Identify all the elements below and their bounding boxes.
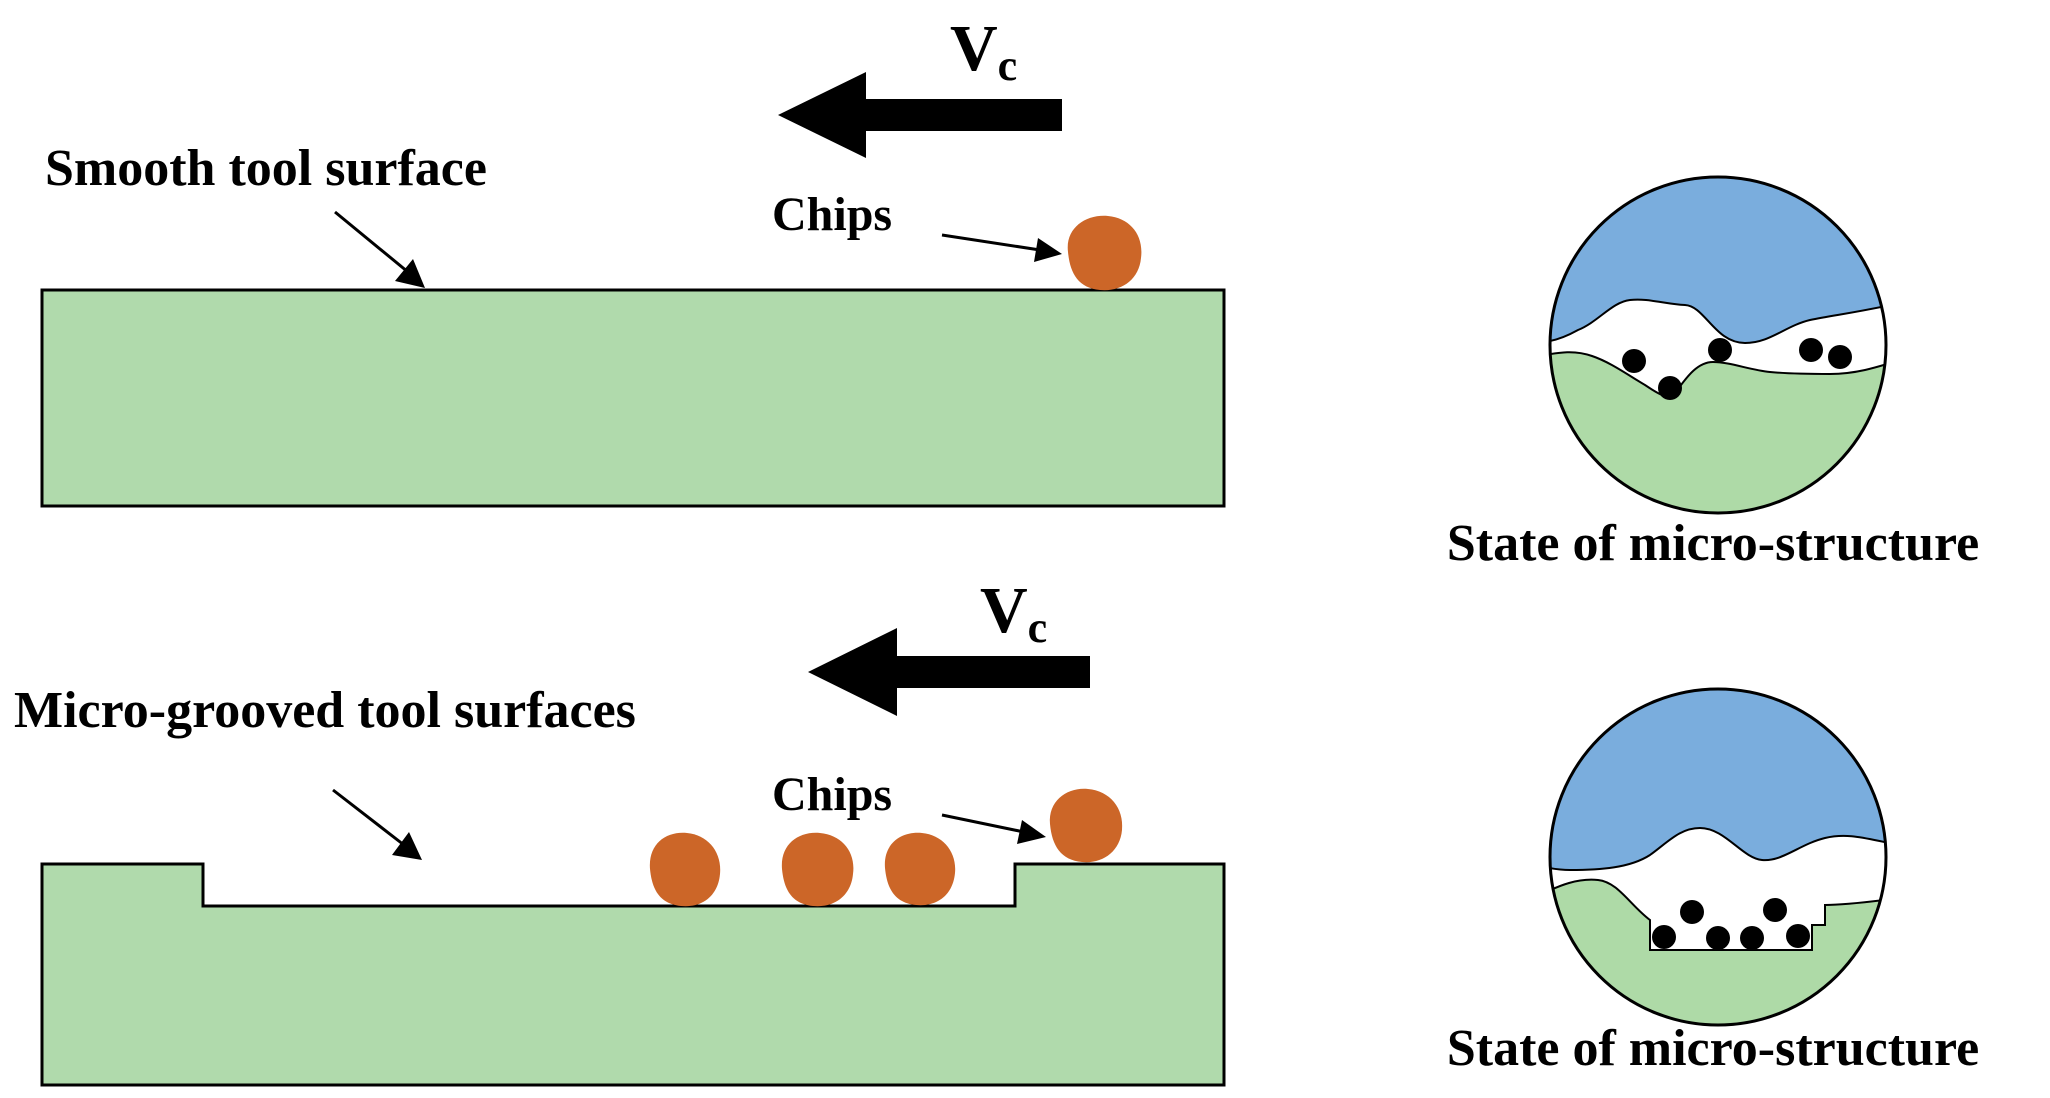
top-lower-material bbox=[1550, 351, 1886, 513]
grooved-surface-pointer-head bbox=[392, 832, 422, 860]
bottom-chip bbox=[1049, 788, 1123, 863]
bottom-panel: Vc Micro-grooved tool surfaces Chips bbox=[14, 574, 1979, 1087]
svg-text:Vc: Vc bbox=[980, 574, 1047, 652]
top-velocity-arrow: Vc bbox=[778, 12, 1062, 158]
bottom-chips-pointer bbox=[941, 813, 1025, 834]
bottom-particle bbox=[1786, 924, 1810, 948]
smooth-tool-body bbox=[40, 288, 1226, 508]
bottom-velocity-arrow: Vc bbox=[808, 574, 1090, 716]
top-particle bbox=[1799, 338, 1823, 362]
svg-text:Vc: Vc bbox=[950, 12, 1017, 90]
bottom-chip bbox=[884, 832, 956, 906]
grooved-tool-body bbox=[40, 862, 1226, 1087]
smooth-surface-pointer-head bbox=[395, 259, 425, 288]
bottom-velocity-subscript: c bbox=[1028, 603, 1048, 652]
grooved-surface-label: Micro-grooved tool surfaces bbox=[14, 682, 636, 739]
top-upper-material bbox=[1550, 177, 1886, 345]
bottom-chips-label: Chips bbox=[772, 768, 892, 821]
top-particle bbox=[1828, 345, 1852, 369]
top-velocity-symbol: V bbox=[950, 12, 998, 85]
top-microstructure bbox=[1548, 175, 1888, 515]
grooved-surface-pointer bbox=[332, 788, 405, 847]
bottom-chips-pointer-head bbox=[1017, 820, 1046, 844]
top-chips-pointer-head bbox=[1034, 238, 1062, 262]
bottom-chip bbox=[649, 832, 721, 907]
top-particle bbox=[1708, 338, 1732, 362]
top-chip bbox=[1067, 215, 1142, 291]
smooth-surface-pointer bbox=[334, 210, 409, 274]
top-microstructure-caption: State of micro-structure bbox=[1447, 515, 1979, 572]
bottom-upper-material bbox=[1550, 689, 1886, 872]
bottom-particle bbox=[1763, 898, 1787, 922]
top-micro-circle-outline bbox=[1548, 175, 1888, 515]
top-velocity-subscript: c bbox=[998, 41, 1018, 90]
smooth-surface-label: Smooth tool surface bbox=[45, 140, 487, 197]
top-chips-label: Chips bbox=[772, 188, 892, 241]
bottom-particle bbox=[1740, 926, 1764, 950]
bottom-particle bbox=[1652, 925, 1676, 949]
bottom-particle bbox=[1706, 926, 1730, 950]
bottom-microstructure-caption: State of micro-structure bbox=[1447, 1020, 1979, 1077]
bottom-chip bbox=[781, 832, 854, 907]
bottom-microstructure bbox=[1548, 687, 1888, 1027]
bottom-micro-circle-outline bbox=[1548, 687, 1888, 1027]
bottom-arrow-shape bbox=[808, 628, 1090, 716]
bottom-particle bbox=[1680, 900, 1704, 924]
top-chips-pointer bbox=[941, 233, 1041, 252]
top-particle bbox=[1658, 376, 1682, 400]
top-panel: Vc Smooth tool surface Chips S bbox=[40, 12, 1979, 572]
bottom-velocity-symbol: V bbox=[980, 574, 1028, 647]
top-particle bbox=[1622, 349, 1646, 373]
top-arrow-shape bbox=[778, 72, 1062, 158]
